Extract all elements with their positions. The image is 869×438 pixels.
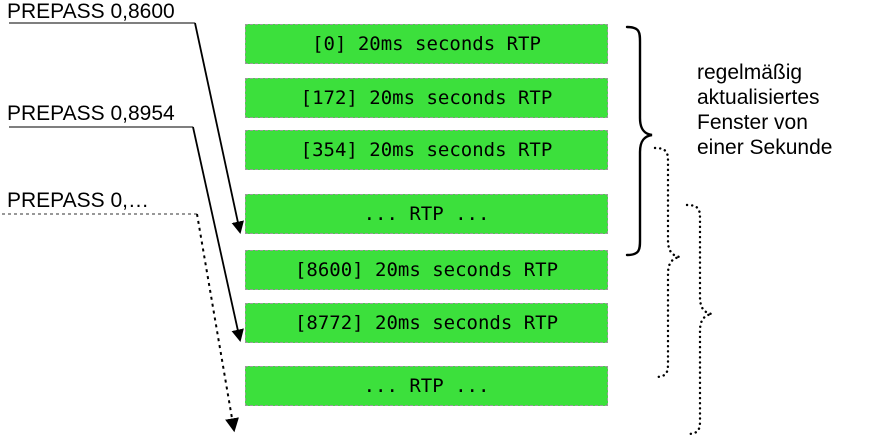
rtp-packet-box-2: [354] 20ms seconds RTP xyxy=(245,130,608,170)
window-brace-3 xyxy=(685,203,713,436)
window-caption-text: regelmäßig aktualisiertes Fenster von ei… xyxy=(697,61,833,159)
rtp-packet-box-5: [8772] 20ms seconds RTP xyxy=(245,303,608,343)
prepass-label-1: PREPASS 0,8954 xyxy=(7,102,175,125)
rtp-packet-label: ... RTP ... xyxy=(363,374,490,397)
rtp-packet-label: [354] 20ms seconds RTP xyxy=(300,138,553,161)
rtp-packet-box-6: ... RTP ... xyxy=(245,366,608,406)
rtp-packet-label: ... RTP ... xyxy=(363,202,490,225)
rtp-packet-label: [172] 20ms seconds RTP xyxy=(300,86,553,109)
rtp-packet-label: [8772] 20ms seconds RTP xyxy=(294,311,559,334)
rtp-packet-label: [8600] 20ms seconds RTP xyxy=(294,258,559,281)
prepass-label-0: PREPASS 0,8600 xyxy=(7,0,175,23)
leader-line-prepass-2 xyxy=(2,213,239,433)
rtp-packet-box-4: [8600] 20ms seconds RTP xyxy=(245,250,608,290)
window-brace-1 xyxy=(625,25,653,257)
rtp-packet-box-3: ... RTP ... xyxy=(245,194,608,234)
prepass-label-2: PREPASS 0,… xyxy=(7,189,149,212)
leader-line-prepass-1 xyxy=(9,126,244,343)
window-brace-2 xyxy=(653,146,681,379)
rtp-packet-box-0: [0] 20ms seconds RTP xyxy=(245,24,608,64)
rtp-packet-label: [0] 20ms seconds RTP xyxy=(312,32,541,55)
rtp-packet-box-1: [172] 20ms seconds RTP xyxy=(245,78,608,118)
